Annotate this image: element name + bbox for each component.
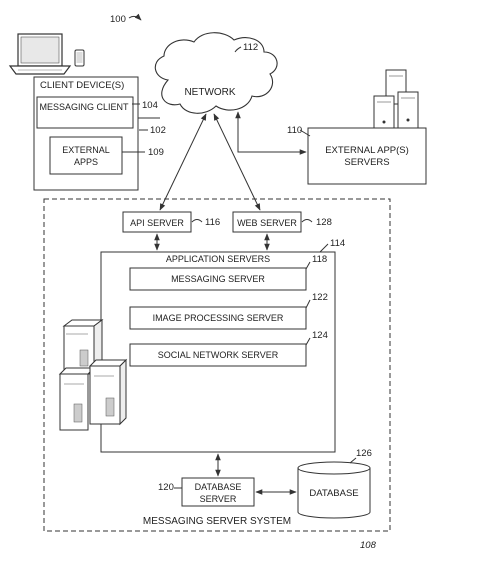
image-processing-server-ref: 122 xyxy=(312,292,328,303)
web-server-box: WEB SERVER 128 xyxy=(232,211,332,233)
server-rack-icon xyxy=(58,319,128,431)
messaging-server-label: MESSAGING SERVER xyxy=(171,274,265,284)
client-device-box: CLIENT DEVICE(S) MESSAGING CLIENT 104 10… xyxy=(33,76,166,191)
server-stack-icon xyxy=(373,69,419,131)
messaging-client-ref: 104 xyxy=(142,100,158,111)
api-server-label: API SERVER xyxy=(130,218,184,228)
messaging-client-label: MESSAGING CLIENT xyxy=(39,102,129,112)
web-server-label: WEB SERVER xyxy=(237,218,297,228)
social-network-server-box xyxy=(129,343,307,367)
database-server-label-line1: DATABASE xyxy=(195,482,242,492)
messaging-server-system-label: MESSAGING SERVER SYSTEM xyxy=(143,516,291,527)
external-apps-label-line2: APPS xyxy=(74,157,98,167)
network-ref: 112 xyxy=(243,42,258,53)
figure-ref-number: 100 xyxy=(110,14,126,25)
network-label: NETWORK xyxy=(184,87,235,98)
external-app-servers-label-line1: EXTERNAL APP(S) xyxy=(325,145,409,156)
external-apps-label-line1: EXTERNAL xyxy=(62,145,110,155)
messaging-server-box xyxy=(129,267,307,291)
database-cylinder: DATABASE 126 xyxy=(297,448,372,519)
image-processing-server-label: IMAGE PROCESSING SERVER xyxy=(153,313,284,323)
social-network-server-label: SOCIAL NETWORK SERVER xyxy=(158,350,279,360)
database-server-box: DATABASE SERVER 120 xyxy=(158,477,255,507)
messaging-server-system-ref: 108 xyxy=(360,540,377,551)
api-server-ref: 116 xyxy=(205,217,220,228)
messaging-server-ref: 118 xyxy=(312,254,327,265)
api-server-box: API SERVER 116 xyxy=(122,211,220,233)
application-servers-label: APPLICATION SERVERS xyxy=(166,254,270,264)
database-ref: 126 xyxy=(356,448,372,459)
social-network-server-ref: 124 xyxy=(312,330,328,341)
database-server-ref: 120 xyxy=(158,482,174,493)
laptop-icon xyxy=(8,33,72,75)
external-app-servers-box: EXTERNAL APP(S) SERVERS 110 xyxy=(287,125,427,185)
database-label: DATABASE xyxy=(309,488,358,499)
client-device-label: CLIENT DEVICE(S) xyxy=(40,80,124,91)
phone-icon xyxy=(74,49,85,67)
external-apps-ref: 109 xyxy=(148,147,164,158)
external-app-servers-label-line2: SERVERS xyxy=(344,157,389,168)
figure-ref: 100 xyxy=(110,13,142,25)
messaging-client-box xyxy=(36,96,134,129)
network-web-link xyxy=(213,113,261,211)
network-api-link xyxy=(159,113,207,211)
network-cloud: NETWORK 112 xyxy=(154,32,278,114)
external-apps-box xyxy=(49,136,123,175)
application-servers-box: APPLICATION SERVERS 114 MESSAGING SERVER… xyxy=(100,238,345,453)
web-server-ref: 128 xyxy=(316,217,332,228)
client-device-ref: 102 xyxy=(150,125,166,136)
image-processing-server-box xyxy=(129,306,307,330)
database-server-label-line2: SERVER xyxy=(200,494,237,504)
application-servers-ref: 114 xyxy=(330,238,345,249)
